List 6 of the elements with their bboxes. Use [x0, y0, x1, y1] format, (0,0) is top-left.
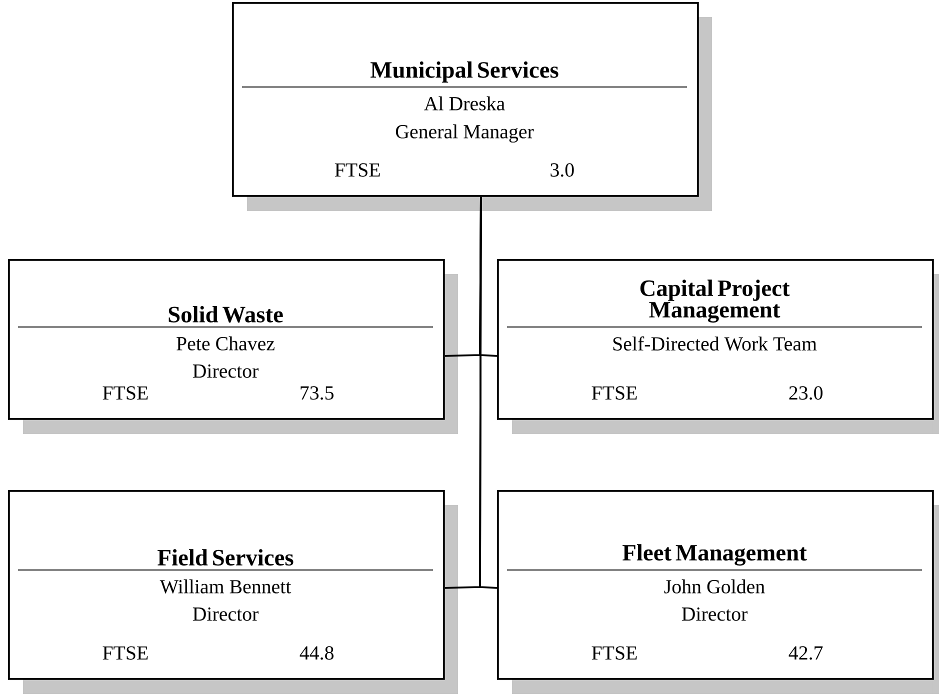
org-box: Field Services William Bennett Director FTSE 44.8 [8, 490, 458, 694]
org-box: Solid Waste Pete Chavez Director FTSE 73.5 [8, 259, 458, 434]
org-box: Fleet Management John Golden Director FTSE 42.7 [497, 490, 939, 694]
connector-line [479, 196, 498, 589]
org-box: Municipal Services Al Dreska General Manager FTSE 3.0 [232, 2, 712, 211]
org-box: Capital Project Management Self-Directed Work Team FTSE 23.0 [497, 259, 939, 434]
